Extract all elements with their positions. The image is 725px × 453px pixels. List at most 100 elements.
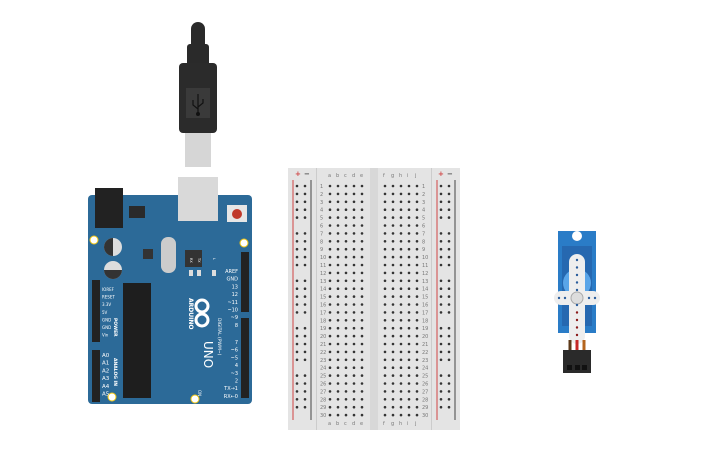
breadboard-hole[interactable] [352, 326, 356, 330]
breadboard-hole[interactable] [383, 319, 387, 322]
breadboard-hole[interactable] [344, 342, 348, 346]
breadboard-hole[interactable] [352, 319, 356, 322]
breadboard-hole[interactable] [336, 398, 340, 401]
breadboard-hole[interactable] [383, 279, 387, 283]
breadboard-hole[interactable] [360, 279, 364, 283]
breadboard-hole[interactable] [391, 303, 395, 306]
breadboard-hole[interactable] [399, 247, 403, 251]
breadboard-hole[interactable] [383, 271, 387, 275]
reset-button[interactable] [232, 209, 242, 219]
breadboard-hole[interactable] [360, 208, 364, 211]
breadboard-hole[interactable] [336, 366, 340, 370]
breadboard-hole[interactable] [391, 200, 395, 204]
breadboard-hole[interactable] [344, 184, 348, 188]
breadboard-hole[interactable] [415, 279, 419, 283]
breadboard-hole[interactable] [399, 232, 403, 235]
breadboard-hole[interactable] [399, 311, 403, 314]
breadboard-hole[interactable] [328, 247, 332, 251]
breadboard-hole[interactable] [336, 232, 340, 235]
breadboard-hole[interactable] [415, 200, 419, 204]
breadboard-hole[interactable] [407, 295, 411, 298]
breadboard-hole[interactable] [336, 247, 340, 251]
breadboard-hole[interactable] [383, 334, 387, 338]
breadboard-hole[interactable] [352, 240, 356, 243]
breadboard-hole[interactable] [407, 303, 411, 306]
breadboard-hole[interactable] [383, 303, 387, 306]
breadboard-hole[interactable] [328, 271, 332, 275]
breadboard-hole[interactable] [360, 390, 364, 393]
breadboard-hole[interactable] [336, 342, 340, 346]
breadboard-hole[interactable] [360, 271, 364, 275]
breadboard-hole[interactable] [328, 358, 332, 362]
breadboard-hole[interactable] [344, 390, 348, 393]
breadboard-hole[interactable] [383, 224, 387, 227]
breadboard-hole[interactable] [399, 334, 403, 338]
breadboard-hole[interactable] [391, 263, 395, 267]
breadboard-hole[interactable] [391, 224, 395, 227]
breadboard-hole[interactable] [415, 390, 419, 393]
breadboard-hole[interactable] [391, 295, 395, 298]
breadboard-hole[interactable] [352, 358, 356, 362]
breadboard-hole[interactable] [399, 295, 403, 298]
breadboard-hole[interactable] [344, 224, 348, 227]
breadboard-hole[interactable] [352, 263, 356, 267]
breadboard-hole[interactable] [328, 279, 332, 283]
breadboard-hole[interactable] [344, 200, 348, 204]
breadboard-hole[interactable] [383, 255, 387, 259]
breadboard-hole[interactable] [352, 255, 356, 259]
breadboard-hole[interactable] [360, 232, 364, 235]
breadboard-hole[interactable] [336, 326, 340, 330]
breadboard-hole[interactable] [328, 311, 332, 314]
breadboard-hole[interactable] [360, 184, 364, 188]
breadboard-hole[interactable] [399, 216, 403, 219]
breadboard-hole[interactable] [383, 192, 387, 196]
breadboard-hole[interactable] [336, 405, 340, 409]
breadboard-hole[interactable] [415, 398, 419, 401]
breadboard-hole[interactable] [344, 279, 348, 283]
breadboard-hole[interactable] [336, 287, 340, 291]
breadboard-hole[interactable] [415, 192, 419, 196]
breadboard-hole[interactable] [336, 334, 340, 338]
breadboard-hole[interactable] [336, 311, 340, 314]
breadboard-hole[interactable] [360, 240, 364, 243]
breadboard-hole[interactable] [407, 192, 411, 196]
breadboard-hole[interactable] [360, 255, 364, 259]
breadboard-hole[interactable] [336, 358, 340, 362]
breadboard-hole[interactable] [407, 216, 411, 219]
breadboard-hole[interactable] [383, 374, 387, 377]
breadboard-hole[interactable] [336, 192, 340, 196]
breadboard-hole[interactable] [328, 295, 332, 298]
breadboard-hole[interactable] [415, 311, 419, 314]
breadboard-hole[interactable] [391, 334, 395, 338]
breadboard-hole[interactable] [391, 350, 395, 354]
breadboard-hole[interactable] [352, 405, 356, 409]
breadboard-hole[interactable] [344, 216, 348, 219]
breadboard-hole[interactable] [391, 255, 395, 259]
breadboard-hole[interactable] [344, 295, 348, 298]
breadboard-hole[interactable] [383, 287, 387, 291]
breadboard-hole[interactable] [415, 224, 419, 227]
breadboard-hole[interactable] [344, 240, 348, 243]
breadboard-hole[interactable] [336, 382, 340, 385]
breadboard-hole[interactable] [360, 319, 364, 322]
breadboard-hole[interactable] [399, 263, 403, 267]
breadboard-hole[interactable] [328, 398, 332, 401]
arduino-uno[interactable]: ARDUINO UNO DIGITAL (PWM~) POWER ANALOG … [88, 177, 252, 404]
breadboard-hole[interactable] [415, 232, 419, 235]
breadboard-hole[interactable] [344, 232, 348, 235]
breadboard-hole[interactable] [360, 398, 364, 401]
breadboard-hole[interactable] [407, 350, 411, 354]
breadboard-hole[interactable] [328, 255, 332, 259]
breadboard-hole[interactable] [399, 382, 403, 385]
breadboard-hole[interactable] [407, 279, 411, 283]
breadboard-hole[interactable] [352, 350, 356, 354]
breadboard-hole[interactable] [391, 358, 395, 362]
breadboard-hole[interactable] [391, 342, 395, 346]
breadboard-hole[interactable] [328, 366, 332, 370]
breadboard-hole[interactable] [352, 366, 356, 370]
breadboard-hole[interactable] [383, 342, 387, 346]
breadboard-hole[interactable] [415, 374, 419, 377]
breadboard-hole[interactable] [352, 374, 356, 377]
breadboard-hole[interactable] [399, 390, 403, 393]
breadboard-hole[interactable] [344, 303, 348, 306]
